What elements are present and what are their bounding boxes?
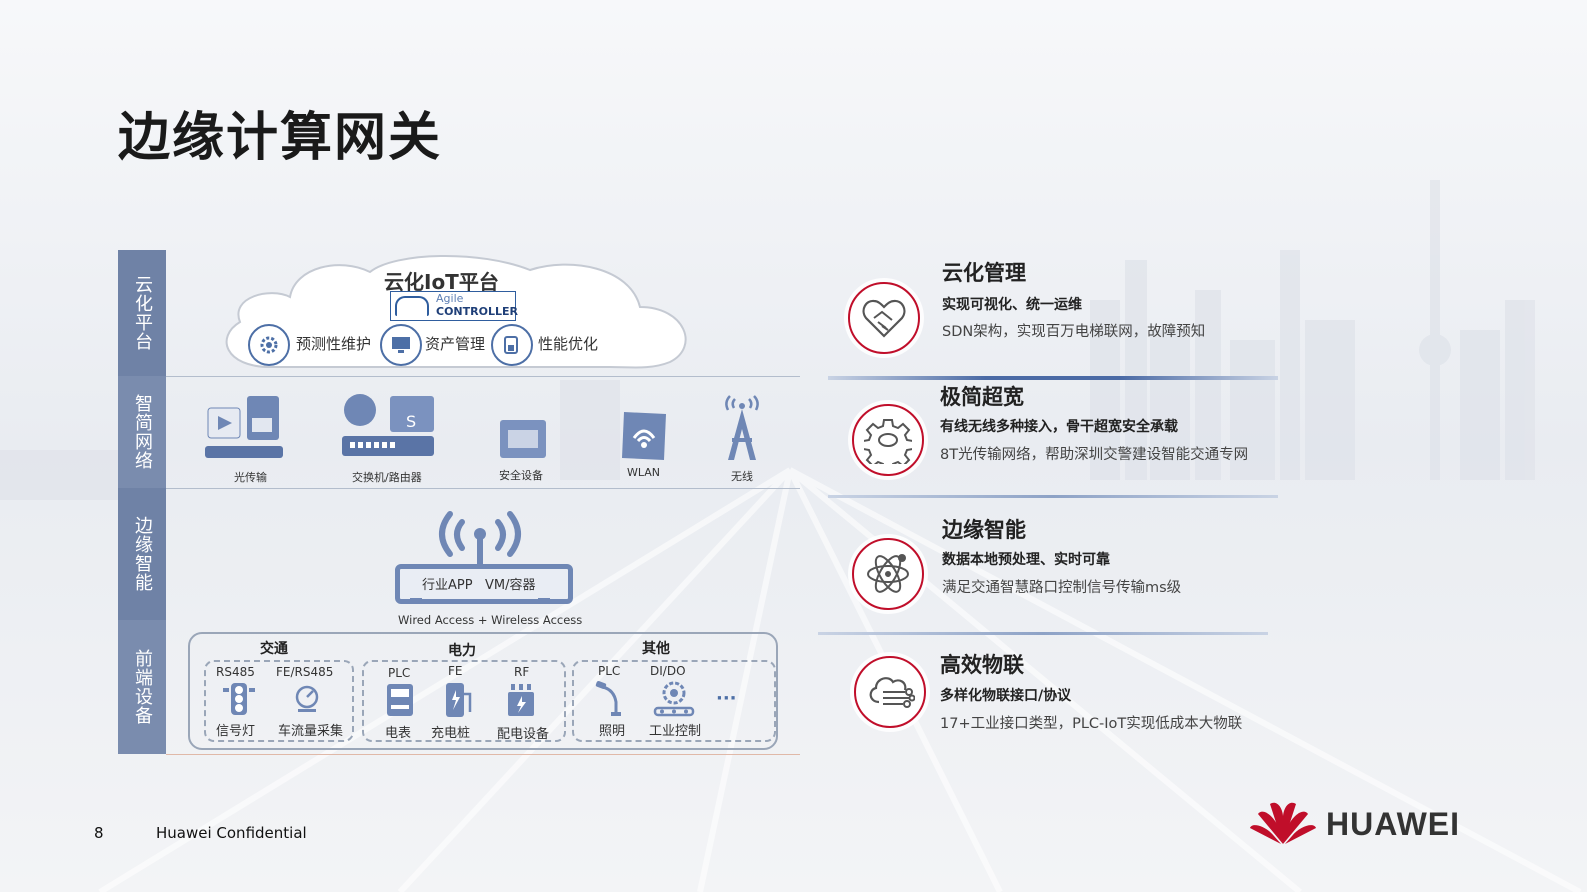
device-label: 工业控制 [649, 724, 702, 739]
atom-icon [867, 554, 909, 593]
industrial-control-icon [653, 681, 695, 717]
device-label: 配电设备 [497, 727, 550, 742]
network-label-switch-router: 交换机/路由器 [352, 471, 422, 484]
feature-description: SDN架构，实现百万电梯联网，故障预知 [942, 324, 1206, 340]
logo-swoosh-icon [395, 296, 429, 316]
feature-icon-ultra-broadband [852, 404, 924, 476]
network-label-wireless: 无线 [731, 470, 753, 483]
maintenance-gear-icon [248, 324, 290, 366]
device-label: 车流量采集 [278, 724, 344, 739]
edge-access-caption: Wired Access + Wireless Access [398, 613, 583, 627]
protocol-label: FE/RS485 [276, 665, 334, 679]
feature-separator [828, 376, 1278, 380]
logo-line2: CONTROLLER [436, 305, 518, 318]
street-lamp-icon [595, 681, 621, 716]
device-label: 充电桩 [431, 726, 471, 741]
row-divider [166, 488, 800, 489]
device-group-title: 电力 [448, 643, 476, 659]
svg-text:S: S [406, 412, 416, 431]
logo-line1: Agile [436, 292, 464, 305]
protocol-label: PLC [388, 666, 411, 680]
gateway-foot-left [410, 598, 422, 604]
sidebar-label: 边缘智能 [132, 516, 153, 592]
more-devices-ellipsis: ··· [716, 688, 737, 709]
feature-description: 17+工业接口类型，PLC-IoT实现低成本大物联 [940, 716, 1243, 732]
network-label-optical: 光传输 [234, 471, 267, 484]
device-group-traffic [204, 660, 354, 742]
sidebar-front-devices: 前端设备 [118, 620, 166, 754]
device-group-title: 交通 [260, 641, 288, 657]
feature-subtitle: 有线无线多种接入，骨干超宽安全承载 [940, 419, 1178, 435]
huawei-wordmark: HUAWEI [1326, 806, 1460, 842]
cloud-item-performance-optimization: 性能优化 [538, 335, 599, 353]
device-group-other [572, 660, 776, 742]
feature-subtitle: 数据本地预处理、实时可靠 [942, 552, 1110, 568]
feature-subtitle: 多样化物联接口/协议 [940, 688, 1072, 704]
network-label-security: 安全设备 [499, 469, 543, 482]
protocol-label: RF [514, 665, 530, 679]
charging-pile-icon [446, 683, 472, 717]
protocol-label: DI/DO [650, 664, 686, 678]
gear-icon [864, 419, 912, 464]
sidebar-cloud-platform: 云化平台 [118, 250, 166, 376]
device-label: 电表 [385, 726, 412, 741]
row-divider [166, 754, 800, 755]
devices-frame [188, 632, 778, 750]
cloud-iot-icon [869, 677, 915, 708]
feature-icon-efficient-iot [854, 656, 926, 728]
feature-description: 满足交通智慧路口控制信号传输ms级 [942, 580, 1182, 596]
device-label: 照明 [599, 724, 626, 739]
sidebar-label: 云化平台 [132, 275, 153, 351]
sidebar-label: 智简网络 [132, 394, 153, 470]
protocol-label: FE [448, 664, 463, 678]
protocol-label: PLC [598, 664, 621, 678]
performance-icon [491, 324, 533, 366]
sidebar-smart-network: 智简网络 [118, 376, 166, 488]
traffic-counter-icon [295, 685, 319, 712]
cloud-item-predictive-maintenance: 预测性维护 [296, 335, 372, 353]
electric-meter-icon [387, 684, 413, 716]
asset-monitor-icon [380, 324, 422, 366]
sidebar-label: 前端设备 [132, 649, 153, 725]
optical-transport-icon [205, 396, 283, 458]
network-label-wlan: WLAN [627, 466, 661, 479]
sidebar-edge-intelligence: 边缘智能 [118, 488, 166, 620]
traffic-light-icon [223, 683, 255, 715]
feature-separator [818, 632, 1268, 635]
edge-gateway-wifi-icon [439, 511, 521, 566]
feature-title: 高效物联 [940, 653, 1024, 677]
wireless-tower-icon [725, 395, 759, 460]
feature-icon-cloud-management [848, 282, 920, 354]
feature-separator [828, 495, 1278, 498]
switch-router-icon: S [342, 394, 434, 456]
cloud-title: 云化IoT平台 [384, 270, 499, 294]
wlan-ap-icon [622, 412, 666, 460]
protocol-label: RS485 [216, 665, 255, 679]
feature-description: 8T光传输网络，帮助深圳交警建设智能交通专网 [940, 447, 1249, 463]
gateway-foot-right [538, 598, 550, 604]
feature-icon-edge-intelligence [852, 538, 924, 610]
distribution-equipment-icon [508, 684, 534, 716]
security-device-icon [500, 420, 546, 458]
page-number: 8 [94, 824, 104, 842]
confidential-label: Huawei Confidential [156, 824, 307, 842]
feature-title: 云化管理 [942, 261, 1026, 285]
feature-title: 极简超宽 [940, 385, 1024, 409]
feature-subtitle: 实现可视化、统一运维 [942, 297, 1082, 313]
page-title: 边缘计算网关 [118, 108, 443, 168]
feature-title: 边缘智能 [942, 518, 1026, 542]
handshake-heart-icon [862, 299, 906, 338]
device-group-power [362, 660, 566, 742]
edge-gateway-label: 行业APP VM/容器 [422, 578, 536, 593]
device-label: 信号灯 [216, 724, 256, 739]
cloud-item-asset-management: 资产管理 [425, 335, 486, 353]
row-divider [166, 376, 800, 377]
agile-controller-logo: Agile CONTROLLER [390, 291, 518, 321]
edge-gateway-box: 行业APP VM/容器 [395, 564, 573, 604]
device-group-title: 其他 [642, 641, 670, 657]
huawei-flower-logo [1250, 802, 1316, 844]
